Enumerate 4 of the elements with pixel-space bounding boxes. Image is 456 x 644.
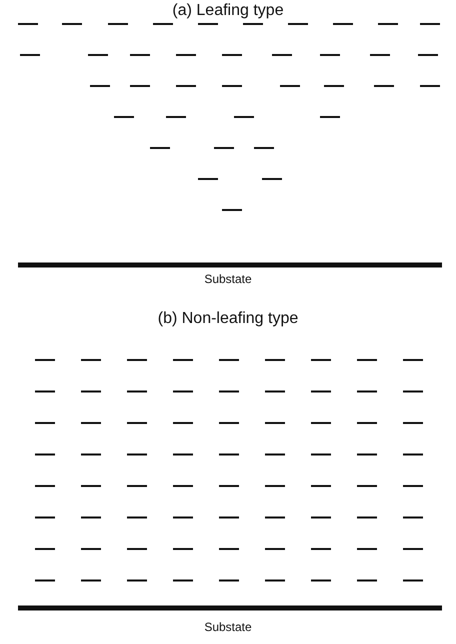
substrate-label: Substate bbox=[204, 272, 252, 286]
panel-title: (b) Non-leafing type bbox=[158, 310, 298, 328]
substrate-label: Substate bbox=[204, 620, 252, 634]
panel-title: (a) Leafing type bbox=[172, 2, 284, 20]
